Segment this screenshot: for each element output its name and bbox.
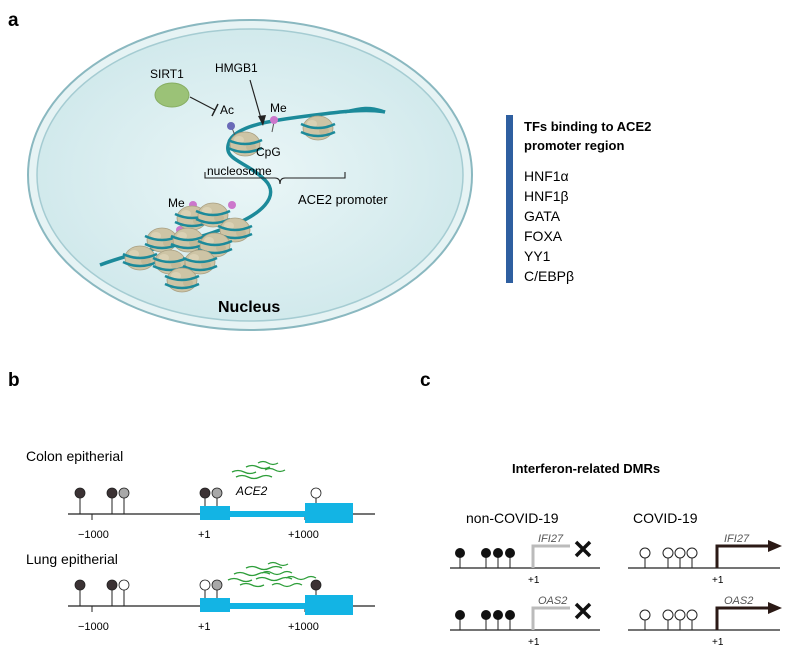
gene-label: OAS2 [538,595,567,607]
blocked-x-icon [574,540,592,558]
covid-ifi27-track [628,540,782,569]
lung-tick-plus1: +1 [198,621,211,633]
hmgb1-arrow [249,79,263,123]
non-covid-title: non-COVID-19 [466,510,559,526]
methyl-mark-left-2 [228,201,236,209]
gene-label: IFI27 [724,533,750,545]
methyl-label-left: Me [168,196,185,210]
tf-item: HNF1α [524,168,569,184]
exon-2 [305,503,353,523]
tf-item: FOXA [524,228,563,244]
colon-tick-plus1000: +1000 [288,529,319,541]
intron-bar [230,511,305,517]
blocked-x-icon [574,602,592,620]
colon-tick-plus1: +1 [198,529,211,541]
gene-label: OAS2 [724,595,753,607]
hmgb1-arrowhead [258,115,266,126]
tss-label: +1 [528,637,540,648]
panel-a-label: a [8,10,19,31]
lung-track [68,595,375,615]
colon-lollipops [74,487,322,514]
noncovid-ifi27-track [450,540,600,569]
lung-lollipops [74,579,322,606]
colon-title: Colon epitherial [26,448,123,464]
tss-label: +1 [712,575,724,586]
lung-title: Lung epitherial [26,551,118,567]
acetyl-mark [227,122,235,130]
nucleosome-label: nucleosome [207,164,272,178]
tf-title-line1: TFs binding to ACE2 [524,119,651,134]
tf-title-line2: promoter region [524,138,624,153]
active-arrow-icon [768,602,782,614]
methyl-label-top: Me [270,101,287,115]
tss-label: +1 [528,575,540,586]
exon-1 [200,506,230,520]
covid-title: COVID-19 [633,510,698,526]
exon-1 [200,598,230,612]
tss-label: +1 [712,637,724,648]
lung-tick-plus1000: +1000 [288,621,319,633]
sirt1-protein [154,82,190,108]
panel-b-label: b [8,370,20,391]
promoter-brace [204,172,346,185]
nucleus-label: Nucleus [218,299,280,316]
tf-item: YY1 [524,248,551,264]
hmgb1-label: HMGB1 [215,61,258,75]
methyl-mark-top [270,116,278,124]
dmr-title: Interferon-related DMRs [512,461,660,476]
tf-item: C/EBPβ [524,268,574,284]
active-arrow-icon [768,540,782,552]
tf-bar [506,115,513,283]
tf-item: GATA [524,208,561,224]
noncovid-oas2-track [450,602,600,631]
panel-c-label: c [420,370,431,391]
cpg-label: CpG [256,145,281,159]
ace2-promoter-label: ACE2 promoter [298,192,388,207]
intron-bar [230,603,305,609]
colon-track [68,503,375,523]
acetyl-label: Ac [220,103,234,117]
lung-tick-minus1000: −1000 [78,621,109,633]
gene-label: IFI27 [538,533,564,545]
tf-item: HNF1β [524,188,569,204]
colon-reads [231,460,286,480]
exon-2 [305,595,353,615]
sirt1-inhibit-line [189,96,216,111]
colon-tick-minus1000: −1000 [78,529,109,541]
lung-reads [227,561,317,588]
colon-gene-label: ACE2 [235,484,268,498]
sirt1-label: SIRT1 [150,67,184,81]
sirt1-inhibit-bar [211,103,219,117]
covid-oas2-track [628,602,782,631]
